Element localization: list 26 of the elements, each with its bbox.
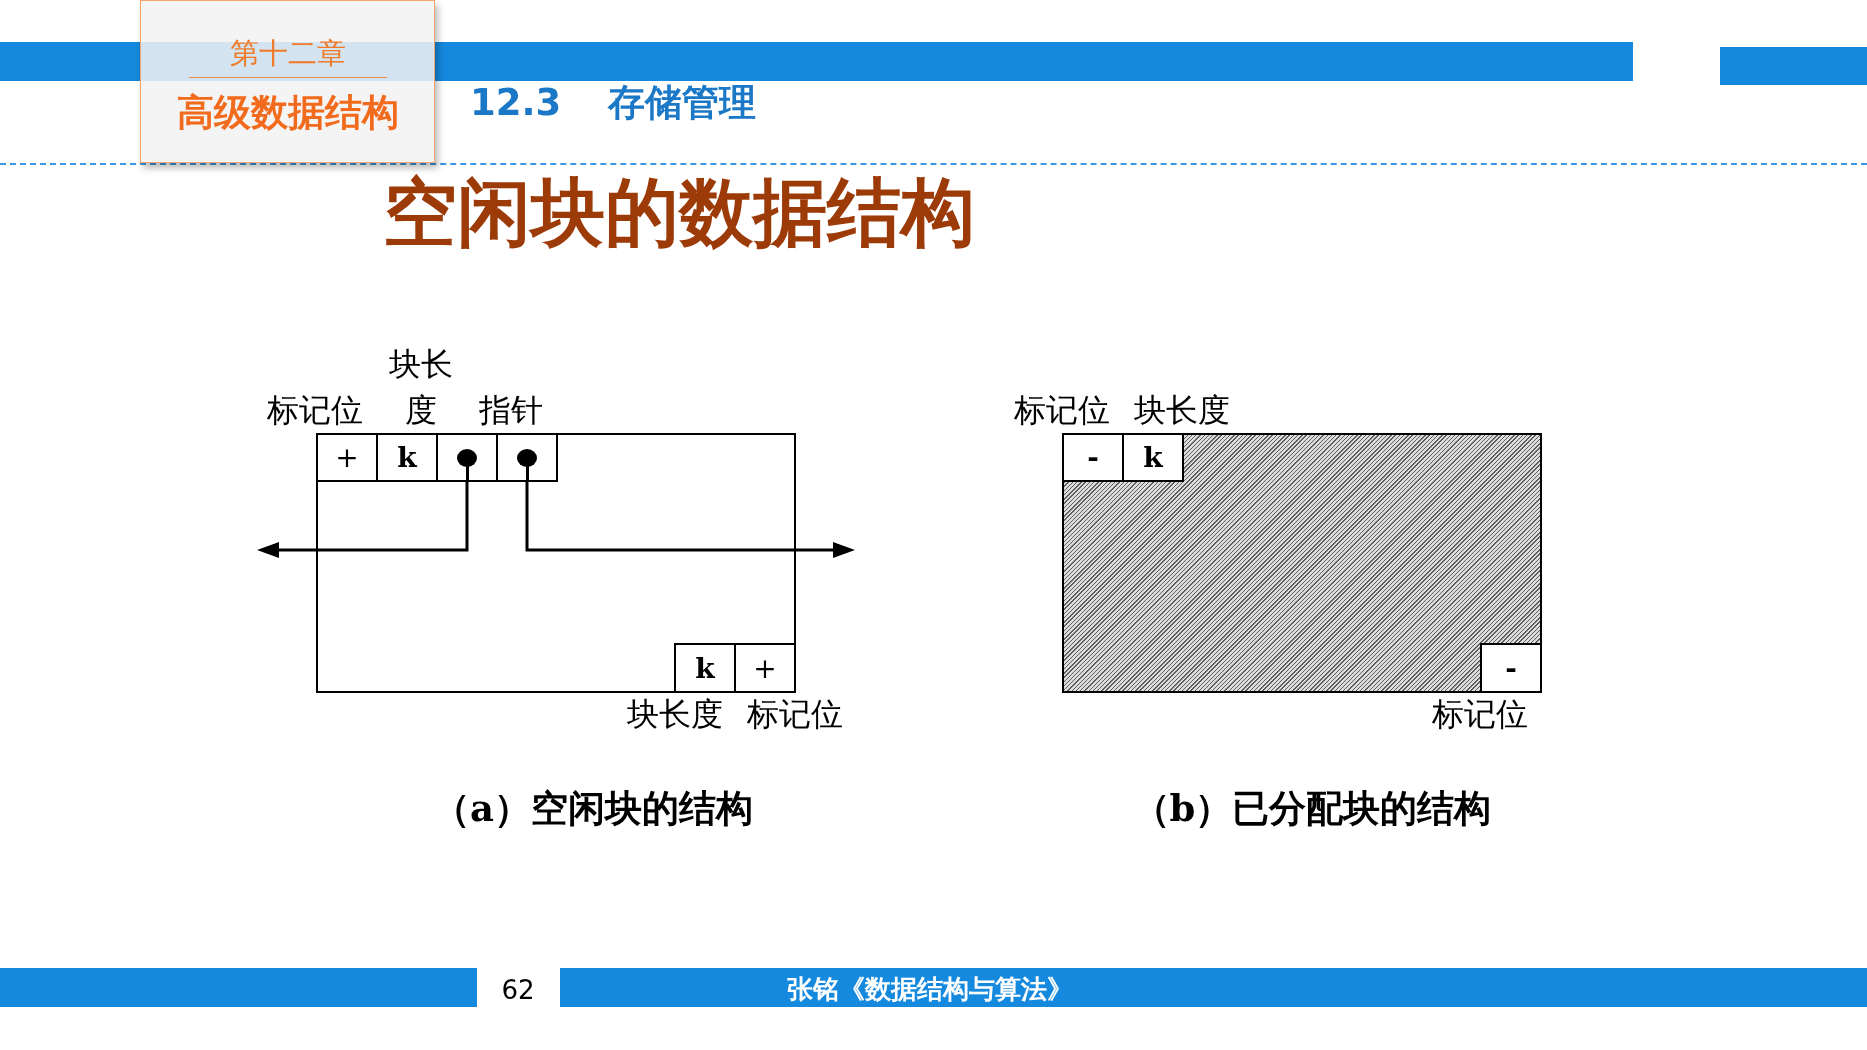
- memory-field: -: [1480, 643, 1542, 693]
- allocated-block: [1062, 433, 1542, 693]
- chapter-title: 高级数据结构: [176, 91, 399, 135]
- field-label: 块长度: [1134, 390, 1230, 430]
- memory-field: k: [1122, 433, 1184, 482]
- figure-caption: （b）已分配块的结构: [1132, 784, 1492, 832]
- field-label: 标记位: [747, 694, 843, 734]
- footer-text: 张铭《数据结构与算法》: [787, 972, 1073, 1006]
- field-label: 指针: [479, 390, 543, 430]
- figure-caption: （a）空闲块的结构: [433, 784, 753, 832]
- field-label: 标记位: [1014, 390, 1110, 430]
- field-label: 块长度: [627, 694, 723, 734]
- slide-title: 空闲块的数据结构: [383, 170, 975, 254]
- pointer-arrow: [525, 482, 855, 558]
- chapter-card: [140, 0, 435, 163]
- field-label: 标记位: [1432, 694, 1528, 734]
- pointer-field: [496, 433, 558, 482]
- memory-field: -: [1062, 433, 1124, 482]
- field-label: 块长度: [388, 344, 454, 431]
- free-block: [316, 433, 796, 693]
- pointer-arrow: [257, 482, 469, 558]
- page-number: 62: [501, 973, 535, 1007]
- section-heading: 12.3 存储管理: [470, 79, 757, 126]
- chapter-number: 第十二章: [229, 35, 346, 71]
- memory-field: k: [674, 643, 736, 693]
- field-label: 标记位: [267, 390, 363, 430]
